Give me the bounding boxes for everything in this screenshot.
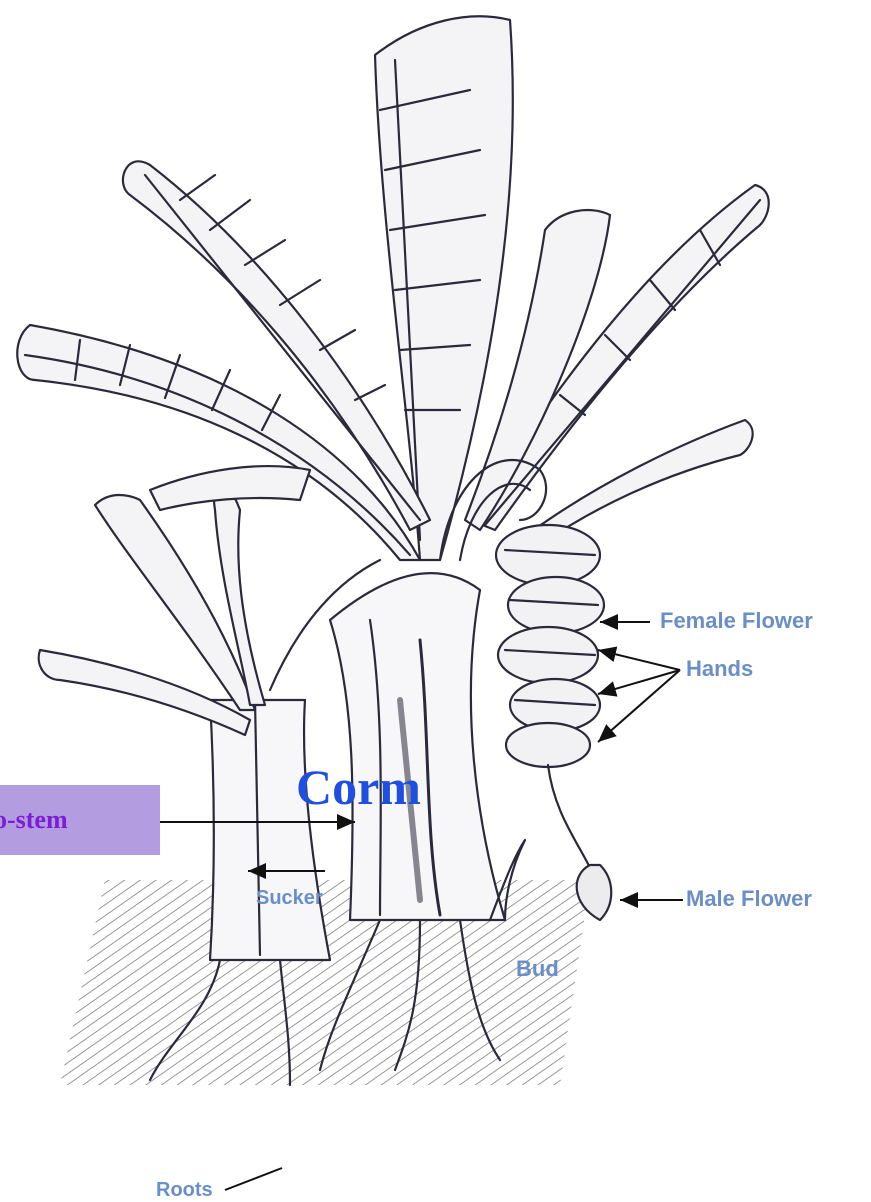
pointer-roots [225, 1168, 282, 1190]
pseudo-stem-trunk [330, 573, 505, 920]
label-hands: Hands [686, 658, 753, 680]
label-male-flower: Male Flower [686, 888, 812, 910]
banana-bunch [496, 525, 604, 767]
label-corm: Corm [296, 762, 421, 812]
label-roots: Roots [156, 1180, 213, 1200]
label-pseudo-stem: o-stem [0, 805, 68, 835]
pointer-hands-3 [598, 670, 680, 742]
pointer-hands-1 [598, 650, 680, 670]
label-female-flower: Female Flower [660, 610, 813, 632]
label-bud: Bud [516, 958, 559, 980]
label-sucker: Sucker [256, 888, 323, 908]
pseudo-stem-label-box: o-stem [0, 785, 160, 855]
